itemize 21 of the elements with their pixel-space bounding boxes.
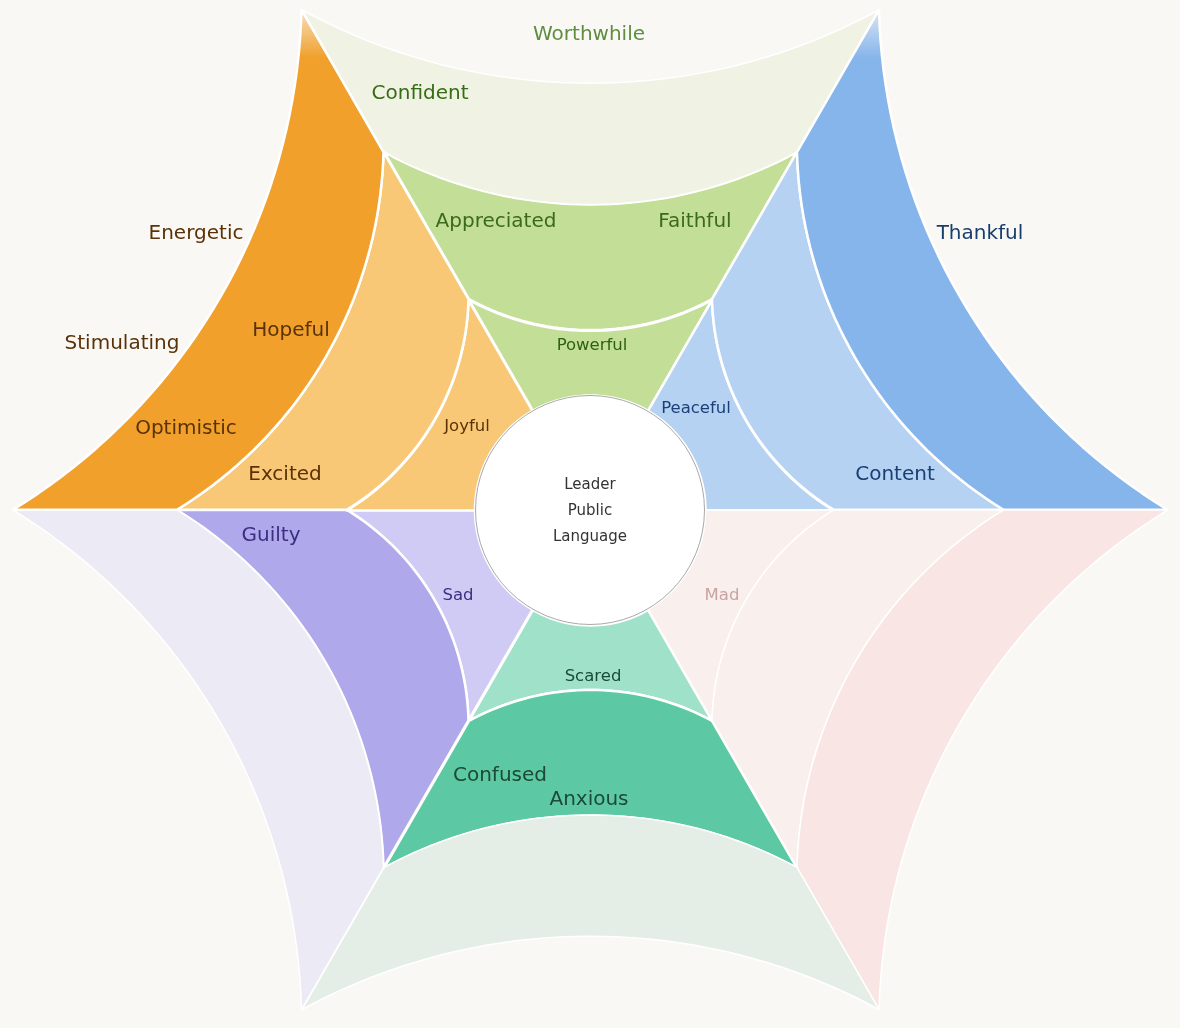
segment-label: Powerful [556,335,628,355]
segment-label: Mad [704,585,740,605]
segment-label: Guilty [241,522,301,546]
segment-label: Worthwhile [533,21,645,45]
segment-label: Joyful [444,416,490,436]
segment-label: Excited [248,461,322,485]
segment-label: Anxious [549,786,629,810]
segment-label: Hopeful [252,317,330,341]
segment-label: Confused [453,762,547,786]
segment-label: Confident [371,80,469,104]
segment-label: Peaceful [661,398,731,418]
segment-label: Thankful [936,220,1024,244]
segment-label: Optimistic [135,415,237,439]
segment-label: Scared [564,666,622,686]
segment-label: Sad [442,585,474,605]
segment-label: Content [855,461,935,485]
segment-label: Energetic [148,220,244,244]
segment-label: Faithful [658,208,732,232]
center-label: Leader Public Language [552,474,628,547]
segment-label: Stimulating [64,330,180,354]
segment-label: Appreciated [435,208,557,232]
